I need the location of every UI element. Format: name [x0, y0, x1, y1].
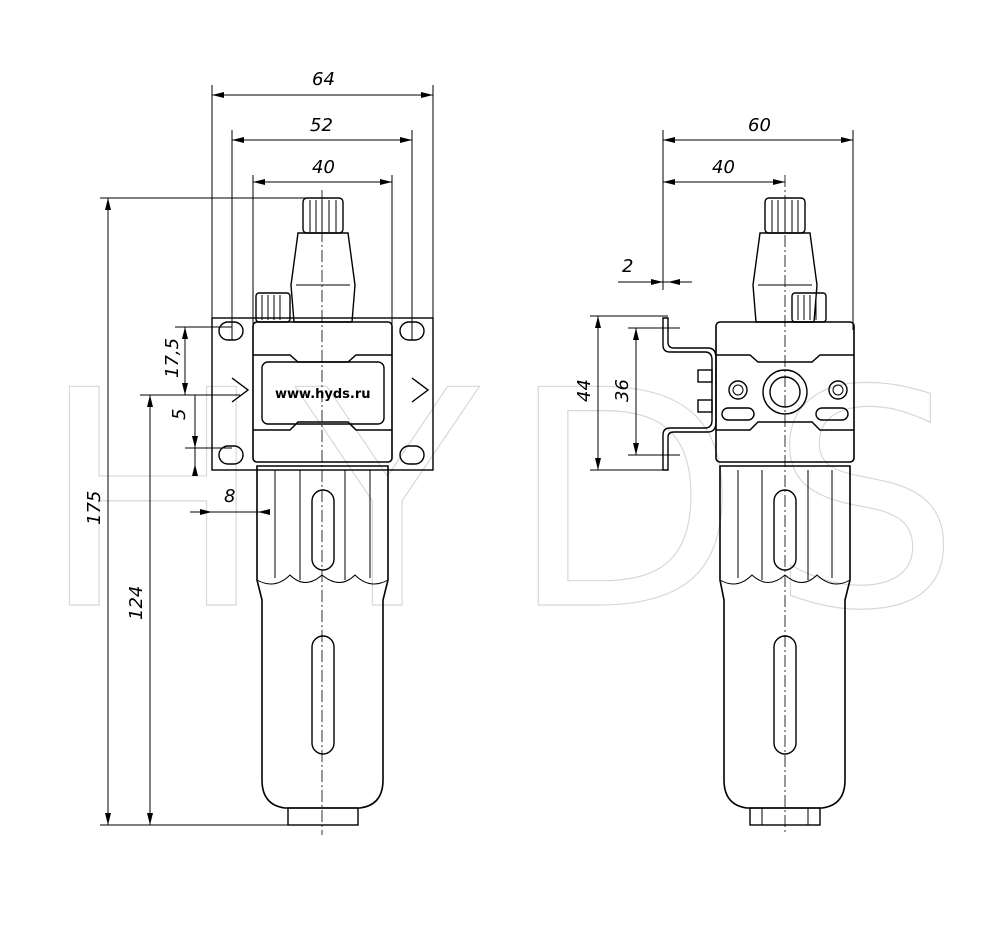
dim-8: 8: [224, 486, 235, 507]
dim-17-5: 17,5: [162, 338, 183, 378]
dim-52: 52: [310, 115, 333, 136]
dim-60: 60: [748, 115, 771, 136]
dim-64: 64: [312, 69, 335, 90]
watermark-text: HYDS: [40, 327, 990, 676]
dim-2: 2: [622, 256, 633, 277]
dim-40-side: 40: [712, 157, 735, 178]
dim-40-front: 40: [312, 157, 335, 178]
brand-label: www.hyds.ru: [275, 387, 371, 402]
dim-124: 124: [126, 586, 147, 620]
dim-44: 44: [574, 379, 595, 402]
dim-175: 175: [84, 491, 105, 525]
front-view: 64 52 40 175 124 17,5 5: [84, 69, 434, 835]
side-view: 60 40 2 44 36: [574, 115, 855, 835]
dim-5: 5: [169, 409, 190, 420]
dim-36: 36: [612, 379, 633, 402]
